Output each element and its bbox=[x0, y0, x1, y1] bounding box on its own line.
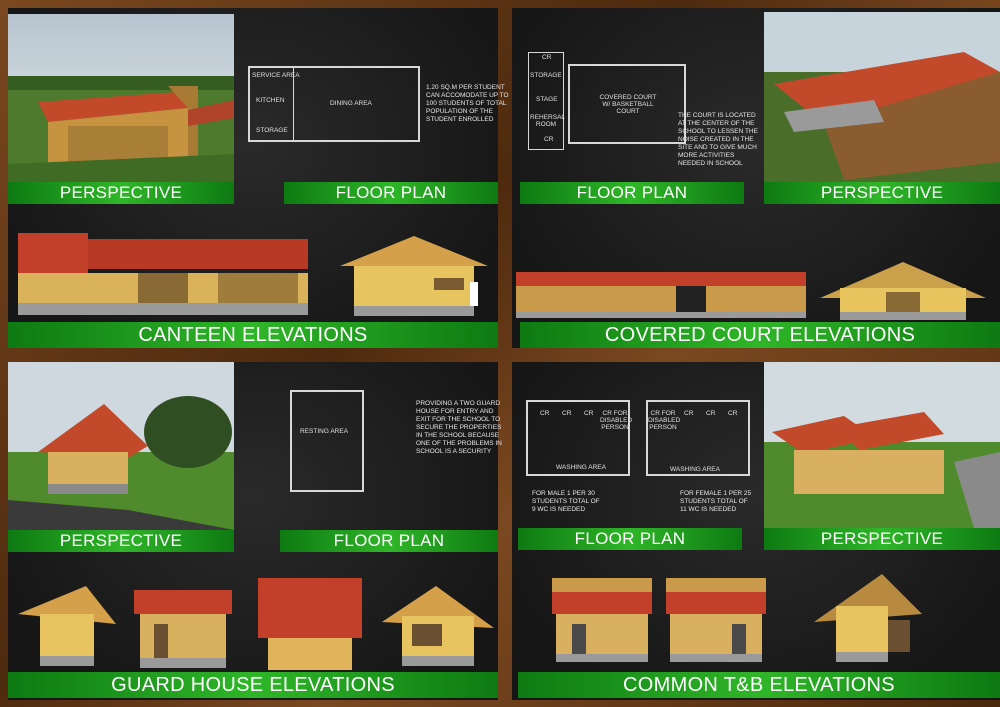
tb-female-cr-3: CR bbox=[728, 410, 738, 417]
court-room-rehersal: REHERSAL ROOM bbox=[530, 114, 566, 128]
guard-elevation-3 bbox=[258, 578, 362, 670]
court-panel: CR STORAGE STAGE REHERSAL ROOM CR COVERE… bbox=[512, 8, 1000, 348]
tb-male-plan bbox=[526, 400, 630, 476]
court-room-basketball: COVERED COURT W/ BASKETBALL COURT bbox=[599, 94, 657, 115]
tb-perspective-label: PERSPECTIVE bbox=[764, 528, 1000, 550]
canteen-floor-plan bbox=[248, 66, 420, 142]
guard-elevation-4 bbox=[380, 584, 496, 668]
canteen-room-service: SERVICE AREA bbox=[252, 72, 300, 79]
tb-elevation-2 bbox=[666, 578, 766, 662]
guard-floor-plan bbox=[290, 390, 364, 492]
tb-female-cr-2: CR bbox=[706, 410, 716, 417]
tb-female-cr-1: CR bbox=[684, 410, 694, 417]
canteen-note: 1.20 SQ.M PER STUDENT CAN ACCOMODATE UP … bbox=[426, 84, 509, 123]
guard-perspective-render bbox=[8, 362, 234, 530]
guard-room-resting: RESTING AREA bbox=[300, 428, 349, 435]
court-note: THE COURT IS LOCATED AT THE CENTER OF TH… bbox=[678, 112, 758, 167]
court-side-block bbox=[528, 52, 564, 150]
court-room-stage: STAGE bbox=[536, 96, 558, 103]
canteen-floor-plan-label: FLOOR PLAN bbox=[284, 182, 498, 204]
court-perspective-label: PERSPECTIVE bbox=[764, 182, 1000, 204]
court-room-cr-top: CR bbox=[542, 54, 552, 61]
canteen-room-dining: DINING AREA bbox=[330, 100, 372, 107]
guard-panel: PERSPECTIVE RESTING AREA PROVIDING A TWO… bbox=[8, 362, 502, 700]
guard-perspective-label: PERSPECTIVE bbox=[8, 530, 234, 552]
tb-panel: CR CR CR CR FOR DISABLED PERSON WASHING … bbox=[512, 362, 1000, 700]
tb-male-cr-disabled: CR FOR DISABLED PERSON bbox=[600, 410, 633, 431]
tb-floor-plan-label: FLOOR PLAN bbox=[518, 528, 742, 550]
tb-female-cr-disabled: CR FOR DISABLED PERSON bbox=[648, 410, 681, 431]
canteen-panel: PERSPECTIVE SERVICE AREA KITCHEN STORAGE… bbox=[8, 8, 509, 348]
tb-male-washing: WASHING AREA bbox=[556, 464, 606, 471]
court-floor-plan-label: FLOOR PLAN bbox=[520, 182, 744, 204]
canteen-service-block bbox=[248, 66, 294, 142]
tb-female-plan bbox=[646, 400, 750, 476]
tb-male-note: FOR MALE 1 PER 30 STUDENTS TOTAL OF 9 WC… bbox=[532, 490, 600, 513]
guard-note: PROVIDING A TWO GUARD HOUSE FOR ENTRY AN… bbox=[416, 400, 502, 455]
canteen-perspective-label: PERSPECTIVE bbox=[8, 182, 234, 204]
canteen-elevations-label: CANTEEN ELEVATIONS bbox=[8, 322, 498, 348]
guard-elevation-1 bbox=[16, 584, 120, 668]
canteen-perspective-render bbox=[8, 14, 234, 186]
court-room-storage: STORAGE bbox=[530, 72, 562, 79]
tb-female-note: FOR FEMALE 1 PER 25 STUDENTS TOTAL OF 11… bbox=[680, 490, 752, 513]
canteen-room-kitchen: KITCHEN bbox=[256, 97, 285, 104]
tb-elevation-3 bbox=[812, 570, 924, 662]
guard-floor-plan-label: FLOOR PLAN bbox=[280, 530, 498, 552]
tb-female-washing: WASHING AREA bbox=[670, 466, 720, 473]
canteen-front-elevation bbox=[18, 233, 308, 315]
tb-elevations-label: COMMON T&B ELEVATIONS bbox=[518, 672, 1000, 698]
court-elevations-label: COVERED COURT ELEVATIONS bbox=[520, 322, 1000, 348]
canteen-room-storage: STORAGE bbox=[256, 127, 288, 134]
court-floor-plan bbox=[568, 64, 686, 144]
tb-male-cr-2: CR bbox=[562, 410, 572, 417]
court-perspective-render bbox=[764, 12, 1000, 182]
guard-elevations-label: GUARD HOUSE ELEVATIONS bbox=[8, 672, 498, 698]
court-room-cr-bottom: CR bbox=[544, 136, 554, 143]
tb-male-cr-1: CR bbox=[540, 410, 550, 417]
guard-elevation-2 bbox=[134, 584, 232, 668]
court-front-elevation bbox=[516, 266, 806, 318]
tb-male-cr-3: CR bbox=[584, 410, 594, 417]
tb-perspective-render bbox=[764, 362, 1000, 528]
canteen-side-elevation bbox=[334, 230, 494, 316]
tb-elevation-1 bbox=[552, 578, 652, 662]
court-side-elevation bbox=[816, 258, 990, 320]
